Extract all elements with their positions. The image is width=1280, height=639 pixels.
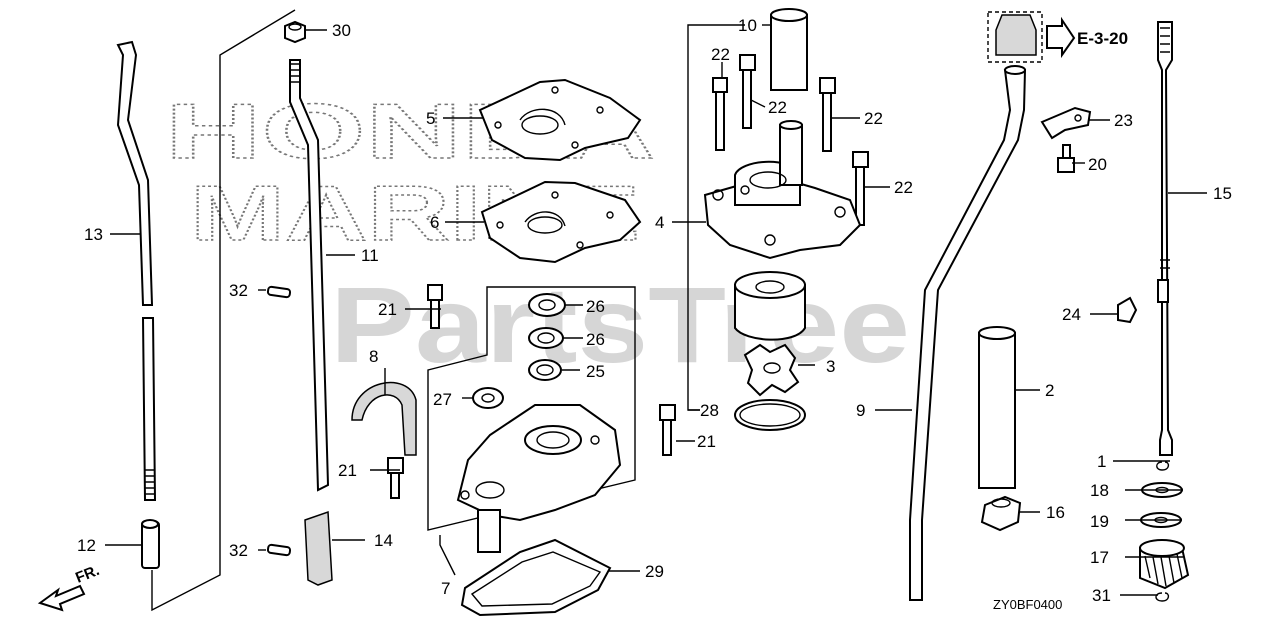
callout-19[interactable]: 19 (1090, 512, 1109, 531)
front-direction-arrow (37, 584, 86, 612)
callout-28[interactable]: 28 (700, 401, 719, 420)
part-12-rod-joint (141, 317, 160, 569)
diagram-code: ZY0BF0400 (993, 597, 1062, 612)
callout-22-c[interactable]: 22 (864, 109, 883, 128)
part-11-rod (289, 59, 330, 492)
part-2-tube (978, 326, 1016, 489)
part-3-impeller (743, 343, 800, 397)
leader-lines (105, 24, 1207, 596)
part-21-bolts (387, 284, 676, 499)
part-20-bolt (1057, 144, 1075, 173)
callout-27[interactable]: 27 (433, 390, 452, 409)
part-10-collar (770, 8, 808, 91)
part-28-o-ring (734, 399, 806, 431)
callout-3[interactable]: 3 (826, 357, 835, 376)
part-25-bearing (528, 359, 562, 381)
callout-29[interactable]: 29 (645, 562, 664, 581)
site-watermark: PartsTree (330, 264, 910, 385)
reference-label[interactable]: E-3-20 (1077, 29, 1128, 48)
callout-30[interactable]: 30 (332, 21, 351, 40)
callout-25[interactable]: 25 (586, 362, 605, 381)
callout-21-a[interactable]: 21 (378, 300, 397, 319)
callout-14[interactable]: 14 (374, 531, 393, 550)
callout-11[interactable]: 11 (361, 246, 379, 265)
part-24-clip (1117, 296, 1138, 324)
part-liner (734, 271, 806, 341)
part-15-shaft (1157, 21, 1173, 456)
part-7-pump-case (456, 404, 622, 553)
callout-32-a[interactable]: 32 (229, 281, 248, 300)
callout-12[interactable]: 12 (77, 536, 96, 555)
callout-13[interactable]: 13 (84, 225, 103, 244)
assembly-line-left (151, 9, 296, 612)
part-30-nut (284, 20, 306, 44)
part-22-bolts (712, 54, 869, 226)
part-14-cover (304, 510, 333, 586)
grommet (987, 11, 1043, 63)
callout-2[interactable]: 2 (1045, 381, 1054, 400)
callout-22-a[interactable]: 22 (711, 45, 730, 64)
part-23-bracket (1040, 106, 1092, 140)
callout-26-a[interactable]: 26 (586, 297, 605, 316)
part-29-gasket (460, 538, 612, 617)
part-4-pump-housing (703, 120, 862, 260)
callout-15[interactable]: 15 (1213, 184, 1232, 203)
part-32-pins (266, 285, 292, 557)
part-17-pinion-gear (1139, 539, 1190, 590)
callout-18[interactable]: 18 (1090, 481, 1109, 500)
callout-21-c[interactable]: 21 (697, 432, 716, 451)
callout-23[interactable]: 23 (1114, 111, 1133, 130)
callout-17[interactable]: 17 (1090, 548, 1109, 567)
callout-26-b[interactable]: 26 (586, 330, 605, 349)
callout-20[interactable]: 20 (1088, 155, 1107, 174)
callout-7[interactable]: 7 (441, 579, 450, 598)
assembly-box (427, 286, 636, 531)
part-31-circlip (1155, 592, 1170, 602)
callout-24[interactable]: 24 (1062, 305, 1081, 324)
callout-16[interactable]: 16 (1046, 503, 1065, 522)
callout-32-b[interactable]: 32 (229, 541, 248, 560)
callout-4[interactable]: 4 (655, 213, 664, 232)
part-5-plate (478, 78, 642, 162)
direction-label: FR. (73, 562, 102, 587)
callout-labels: 1 2 3 4 5 6 7 8 9 10 11 12 13 14 15 16 1… (77, 16, 1232, 605)
part-1-circlip (1156, 461, 1170, 471)
callout-31[interactable]: 31 (1092, 586, 1111, 605)
part-8-seal (351, 381, 417, 456)
reference-arrow (1046, 16, 1076, 59)
callout-21-b[interactable]: 21 (338, 461, 357, 480)
callout-22-d[interactable]: 22 (894, 178, 913, 197)
part-6-plate (480, 180, 642, 264)
part-16-grommet (980, 495, 1022, 532)
callout-9[interactable]: 9 (856, 401, 865, 420)
callout-10[interactable]: 10 (738, 16, 757, 35)
part-27-seal (472, 387, 504, 409)
part-9-cable (909, 65, 1027, 601)
callout-8[interactable]: 8 (369, 347, 378, 366)
callout-5[interactable]: 5 (426, 109, 435, 128)
callout-1[interactable]: 1 (1097, 452, 1106, 471)
callout-6[interactable]: 6 (430, 213, 439, 232)
part-13-shift-rod (116, 40, 154, 306)
callout-22-b[interactable]: 22 (768, 98, 787, 117)
